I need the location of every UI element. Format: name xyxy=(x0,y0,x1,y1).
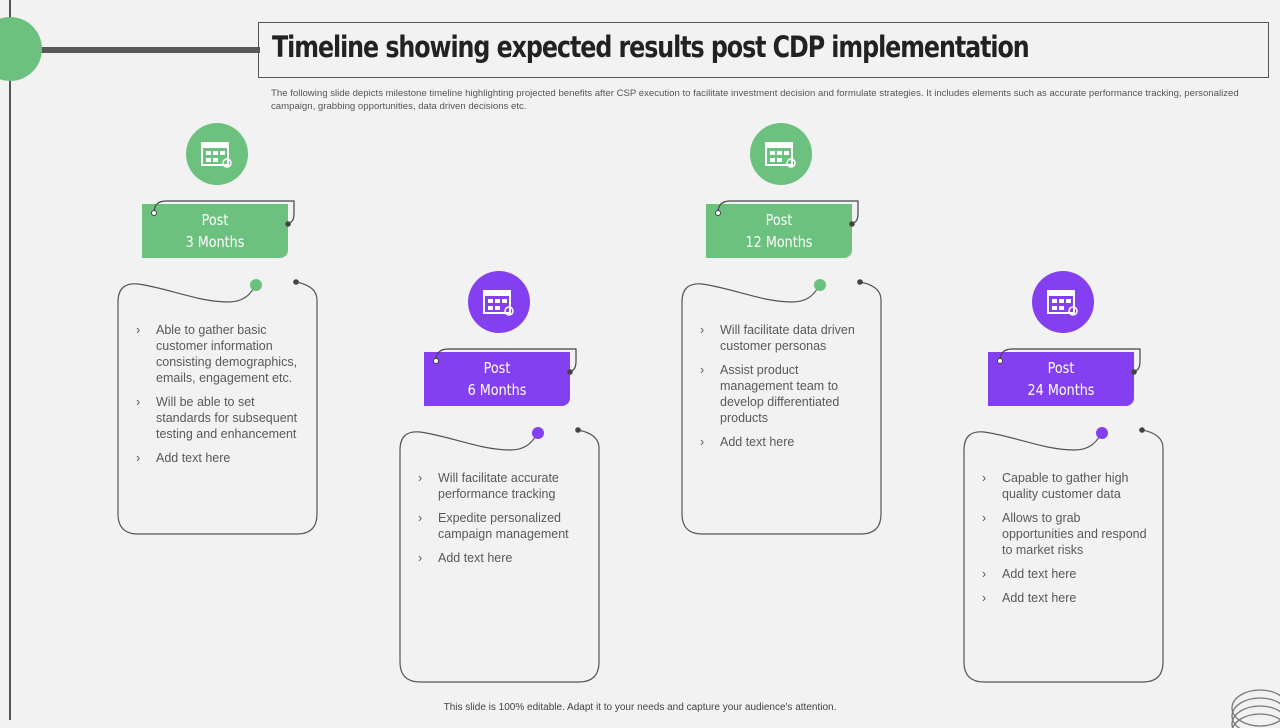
calendar-clock-icon xyxy=(468,271,530,333)
milestone-label-line2: 12 Months xyxy=(745,233,813,251)
list-item: › Expedite personalized campaign manageme… xyxy=(418,510,588,542)
milestone-label-line1: Post xyxy=(201,211,229,229)
list-item-text: Allows to grab opportunities and respond… xyxy=(1002,511,1147,557)
tag-connector xyxy=(433,348,577,375)
calendar-edit-icon xyxy=(186,123,248,185)
tag-connector xyxy=(715,200,859,227)
benefit-list: › Able to gather basic customer informati… xyxy=(136,322,306,474)
milestone-label-line1: Post xyxy=(483,359,511,377)
list-item-text: Able to gather basic customer informatio… xyxy=(156,323,298,385)
list-item: › Will facilitate accurate performance tr… xyxy=(418,470,588,502)
list-item: › Able to gather basic customer informati… xyxy=(136,322,306,386)
benefit-list: › Will facilitate accurate performance tr… xyxy=(418,470,588,574)
milestone-card: › Will facilitate data driven customer pe… xyxy=(681,279,882,535)
chevron-right-icon: › xyxy=(136,395,141,409)
benefit-list: › Will facilitate data driven customer pe… xyxy=(700,322,870,458)
milestone-card: › Able to gather basic customer informati… xyxy=(117,279,318,535)
list-item-text: Capable to gather high quality customer … xyxy=(1002,471,1129,501)
list-item-text: Will be able to set standards for subseq… xyxy=(156,395,298,441)
title-box xyxy=(258,22,1269,78)
list-item: › Add text here xyxy=(982,566,1152,582)
chevron-right-icon: › xyxy=(982,567,987,581)
chevron-right-icon: › xyxy=(418,551,423,565)
list-item: › Will be able to set standards for subse… xyxy=(136,394,306,442)
chevron-right-icon: › xyxy=(982,591,987,605)
milestone-card: › Will facilitate accurate performance tr… xyxy=(399,427,600,683)
milestone-card: › Capable to gather high quality customer… xyxy=(963,427,1164,683)
chevron-right-icon: › xyxy=(418,511,423,525)
tag-connector xyxy=(997,348,1141,375)
list-item-text: Assist product management team to develo… xyxy=(720,363,840,425)
list-item: › Add text here xyxy=(136,450,306,466)
decor-circle xyxy=(0,17,42,81)
chevron-right-icon: › xyxy=(418,471,423,485)
list-item-text: Expedite personalized campaign managemen… xyxy=(438,511,569,541)
calendar-search-icon xyxy=(750,123,812,185)
milestone-label-line2: 6 Months xyxy=(467,381,527,399)
list-item-text: Will facilitate accurate performance tra… xyxy=(438,471,559,501)
page-title: Timeline showing expected results post C… xyxy=(272,30,1030,64)
milestone-label-line2: 3 Months xyxy=(185,233,245,251)
list-item: › Assist product management team to devel… xyxy=(700,362,870,426)
list-item: › Allows to grab opportunities and respon… xyxy=(982,510,1152,558)
decor-rings xyxy=(1231,689,1280,728)
milestone-label-line1: Post xyxy=(765,211,793,229)
chevron-right-icon: › xyxy=(136,451,141,465)
milestone-label: Post 3 Months xyxy=(142,204,288,258)
page-description: The following slide depicts milestone ti… xyxy=(271,88,1239,112)
list-item-text: Will facilitate data driven customer per… xyxy=(720,323,855,353)
list-item-text: Add text here xyxy=(156,451,231,465)
list-item: › Add text here xyxy=(418,550,588,566)
milestone-label: Post 6 Months xyxy=(424,352,570,406)
list-item: › Add text here xyxy=(700,434,870,450)
list-item-text: Add text here xyxy=(1002,591,1077,605)
decor-vertical-line xyxy=(9,0,11,720)
chevron-right-icon: › xyxy=(700,435,705,449)
footer-note: This slide is 100% editable. Adapt it to… xyxy=(443,702,837,713)
decor-horizontal-bar xyxy=(40,47,260,53)
milestone-label: Post 12 Months xyxy=(706,204,852,258)
milestone-label-line1: Post xyxy=(1047,359,1075,377)
milestone-label: Post 24 Months xyxy=(988,352,1134,406)
chevron-right-icon: › xyxy=(700,363,705,377)
benefit-list: › Capable to gather high quality customer… xyxy=(982,470,1152,614)
list-item: › Add text here xyxy=(982,590,1152,606)
chevron-right-icon: › xyxy=(982,471,987,485)
calendar-search-icon xyxy=(1032,271,1094,333)
milestone-label-line2: 24 Months xyxy=(1027,381,1095,399)
chevron-right-icon: › xyxy=(982,511,987,525)
list-item: › Will facilitate data driven customer pe… xyxy=(700,322,870,354)
chevron-right-icon: › xyxy=(700,323,705,337)
tag-connector xyxy=(151,200,295,227)
list-item-text: Add text here xyxy=(438,551,513,565)
list-item-text: Add text here xyxy=(720,435,795,449)
list-item-text: Add text here xyxy=(1002,567,1077,581)
chevron-right-icon: › xyxy=(136,323,141,337)
list-item: › Capable to gather high quality customer… xyxy=(982,470,1152,502)
